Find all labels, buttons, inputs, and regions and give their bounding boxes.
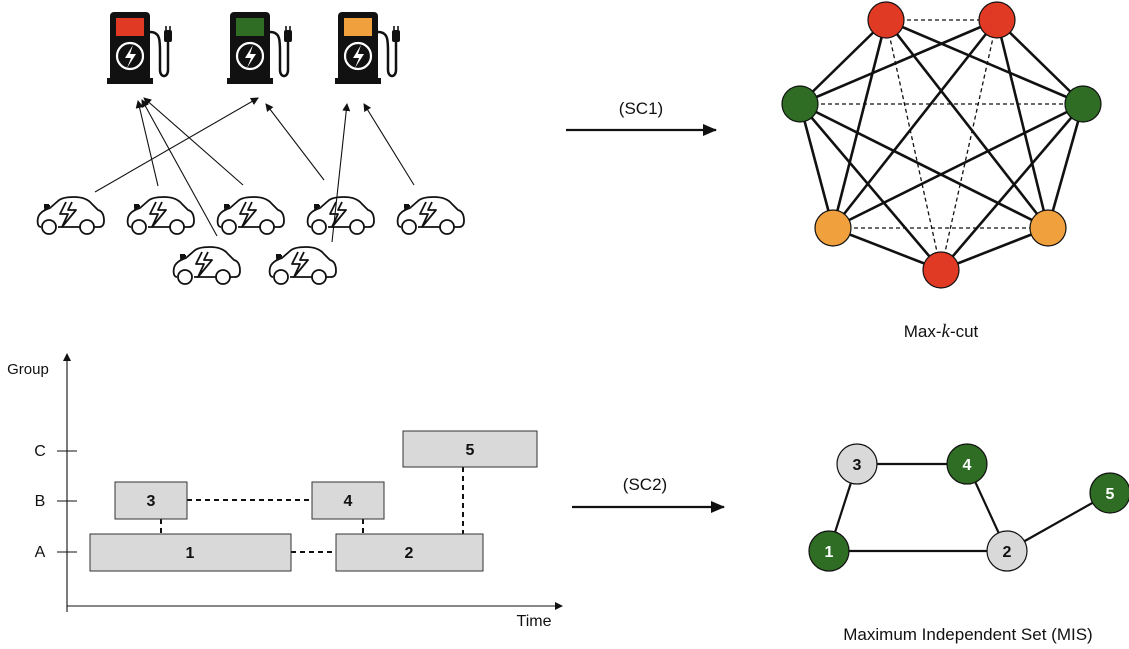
sc2-transform-arrow: (SC2) [572,475,725,513]
charging-station-orange [333,10,402,86]
graph-node-orange [1029,209,1067,247]
mis-node-5 [1089,472,1129,514]
timeline-block-5 [402,430,538,468]
timeline-blocks [89,430,538,572]
sc2-label: (SC2) [623,475,667,494]
mis-node-4-label: 4 [963,457,972,474]
graph-edge [831,19,888,229]
timeline-block-1-label: 1 [186,545,195,562]
sc1-transform-arrow: (SC1) [566,99,717,136]
graph-edge [1046,103,1085,229]
graph-edge [885,19,942,271]
mis-node-1-label: 1 [825,544,834,561]
max-k-cut-nodes [781,1,1102,289]
charging-stations [105,10,402,86]
timeline-block-2 [335,533,484,572]
x-axis-label: Time [517,613,552,630]
graph-edge [799,103,942,271]
assignment-arrow [94,97,259,193]
graph-edge [995,19,1050,229]
max-k-cut-caption: Max-k-cut [904,321,979,342]
mis-node-5-label: 5 [1106,486,1115,503]
timeline-block-4-label: 4 [344,493,353,510]
mis-node-4 [946,443,988,485]
mis-graph: 1 2 3 4 5 Maximum Independent Set (MIS) [808,443,1129,644]
mis-caption: Maximum Independent Set (MIS) [843,625,1092,644]
charging-station-red [105,10,174,86]
graph-edge [799,19,887,105]
car-icon [126,195,196,236]
car-icon [36,195,106,236]
graph-edge [940,103,1084,271]
mis-node-3 [836,443,878,485]
graph-node-green [781,85,819,123]
y-ticks [57,450,77,553]
graph-edge [799,18,998,106]
station-status-green [236,18,264,36]
graph-edge [885,18,1084,106]
timeline-block-5-label: 5 [466,442,475,459]
charging-station-green [225,10,294,86]
timeline-chart: Group Time A B C 1 2 3 4 [7,353,563,630]
graph-edge [832,102,1084,230]
max-k-cut-solid-edges [798,18,1085,272]
graph-node-orange [814,209,852,247]
mis-node-2-label: 2 [1003,544,1012,561]
timeline-dashed-links [160,467,464,553]
mis-node-1 [808,530,850,572]
graph-node-green [1064,85,1102,123]
car-icon [306,195,376,236]
graph-edge [996,19,1084,105]
group-label-c: C [34,443,46,460]
mis-nodes [808,443,1129,572]
assignment-arrow [135,100,159,187]
car-icon [172,245,242,286]
graph-edge [940,19,998,271]
station-status-red [116,18,144,36]
max-k-cut-graph: Max-k-cut [781,1,1102,342]
group-label-b: B [35,493,46,510]
car-icon [216,195,286,236]
assignment-arrow [141,99,218,237]
assignment-arrow [143,97,244,186]
car-icon [396,195,466,236]
graph-node-red [978,1,1016,39]
sc1-label: (SC1) [619,99,663,118]
graph-node-red [867,1,905,39]
graph-edge [831,19,999,229]
timeline-block-4 [311,481,385,520]
car-icon [268,245,338,286]
graph-edge [798,103,835,229]
station-status-orange [344,18,372,36]
electric-cars [36,195,466,286]
group-label-a: A [35,544,46,561]
timeline-block-2-label: 2 [405,545,414,562]
graph-edge [832,226,942,272]
timeline-block-3 [114,481,188,520]
assignment-arrow [331,103,351,243]
graph-node-red [922,251,960,289]
assignment-arrows [94,97,415,243]
assignment-arrow [363,103,415,186]
graph-edge [940,226,1049,272]
mis-node-2 [986,530,1028,572]
timeline-block-1 [89,533,292,572]
mis-node-3-label: 3 [853,457,862,474]
timeline-block-3-label: 3 [147,493,156,510]
assignment-arrow [265,103,325,181]
y-axis-label: Group [7,361,49,378]
graph-edge [799,102,1049,230]
